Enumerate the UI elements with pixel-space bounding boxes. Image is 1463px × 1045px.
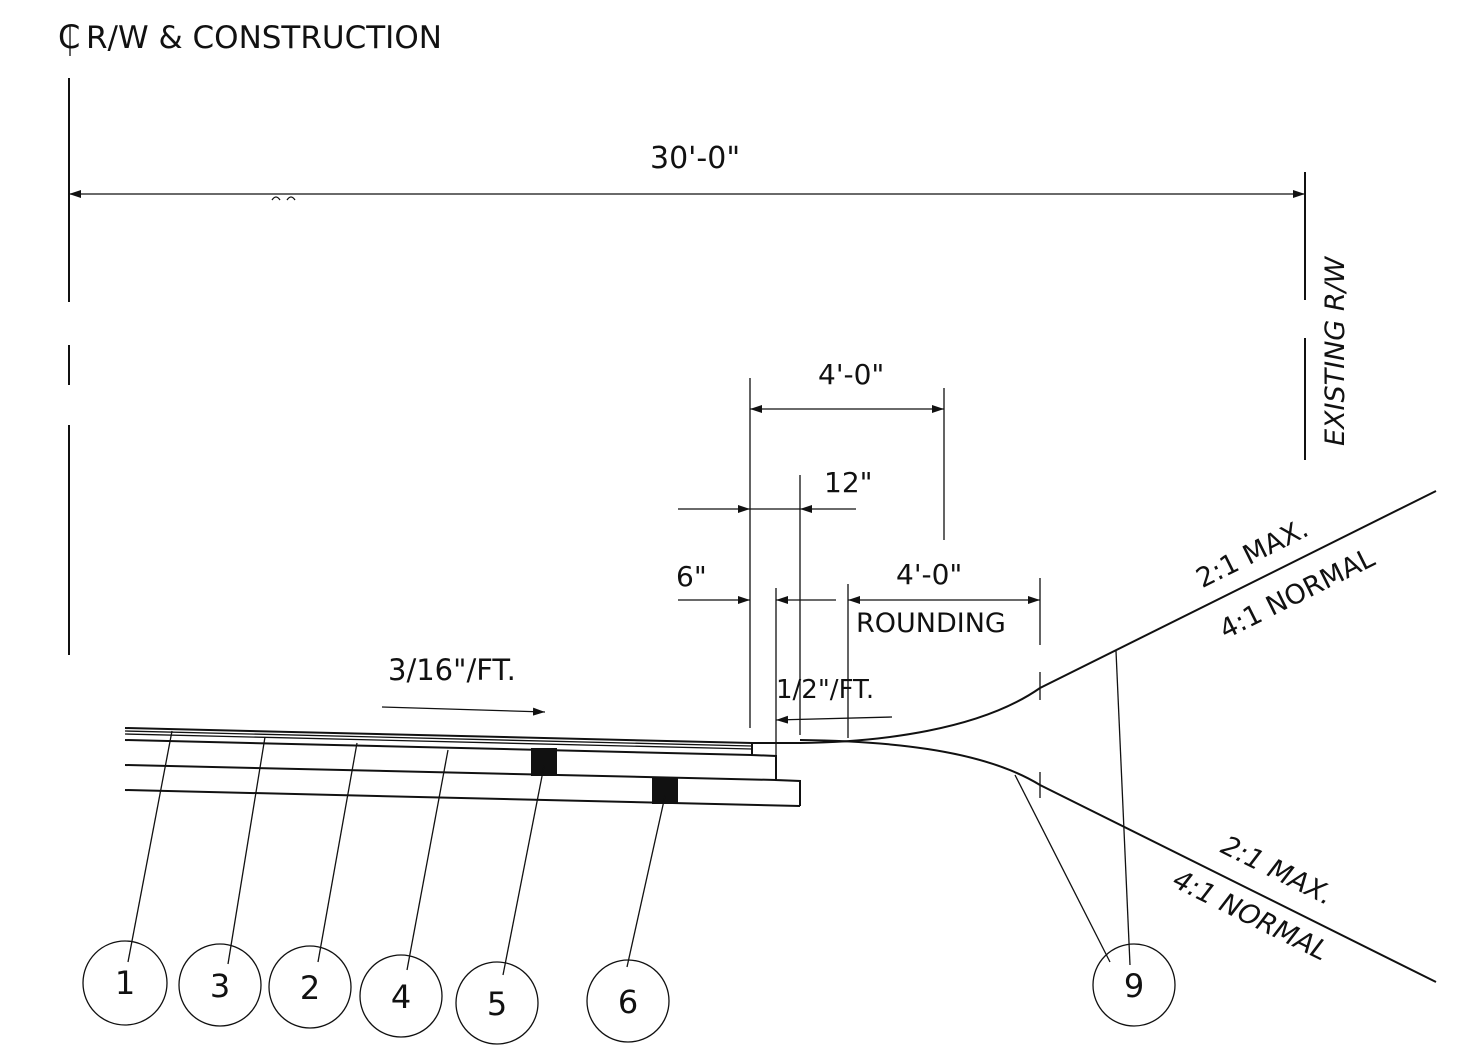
pavement-section: [124, 727, 801, 807]
dimension-6in: 6": [676, 560, 836, 760]
callout-2: 2: [268, 945, 352, 1029]
rounding-label: ROUNDING: [856, 608, 1006, 639]
ground-profile: [752, 490, 1437, 983]
slope-shoulder-label: 1/2"/FT.: [776, 675, 874, 705]
svg-text:2: 2: [300, 969, 320, 1007]
svg-text:1: 1: [115, 964, 135, 1002]
callout-5: 5: [455, 961, 539, 1045]
layer-5-block: [531, 748, 557, 776]
centerline-title: C R/W & CONSTRUCTION: [58, 18, 442, 56]
upper-slope-labels: 2:1 MAX. 4:1 NORMAL: [1191, 513, 1379, 646]
dimension-12in: 12": [678, 466, 873, 735]
dimension-4ft-rounding: 4'-0" ROUNDING: [847, 558, 1041, 738]
leader-lines: [127, 730, 666, 976]
dim-4ft-top-label: 4'-0": [818, 358, 884, 391]
layer-6-block: [652, 778, 678, 804]
dim-12in-label: 12": [824, 466, 873, 499]
slope-main: 3/16"/FT.: [381, 653, 546, 716]
svg-text:6: 6: [618, 983, 638, 1021]
title-text: R/W & CONSTRUCTION: [86, 20, 442, 56]
callout-6: 6: [586, 959, 670, 1043]
svg-text:4: 4: [391, 978, 411, 1016]
dim-6in-label: 6": [676, 560, 707, 593]
existing-rw-label: EXISTING R/W: [1320, 255, 1351, 446]
slope-main-label: 3/16"/FT.: [388, 653, 516, 687]
callout-1: 1: [82, 940, 168, 1026]
callout-9: 9: [1092, 943, 1176, 1027]
svg-text:5: 5: [487, 985, 507, 1023]
slope-shoulder: 1/2"/FT.: [775, 675, 893, 724]
callout-4: 4: [359, 954, 443, 1038]
dimension-30ft: 30'-0": [69, 141, 1305, 201]
dim-30ft-label: 30'-0": [650, 141, 740, 176]
dimension-4ft-top: 4'-0": [749, 358, 945, 728]
existing-rw: EXISTING R/W: [1304, 172, 1351, 460]
callout-3: 3: [178, 943, 262, 1027]
lower-slope-labels: 2:1 MAX. 4:1 NORMAL: [1168, 830, 1338, 967]
dim-4ft-rounding-label: 4'-0": [896, 558, 962, 591]
svg-text:3: 3: [210, 967, 230, 1005]
svg-text:C: C: [58, 18, 80, 56]
centerline-symbol-icon: C: [58, 18, 80, 56]
svg-text:9: 9: [1124, 967, 1144, 1005]
